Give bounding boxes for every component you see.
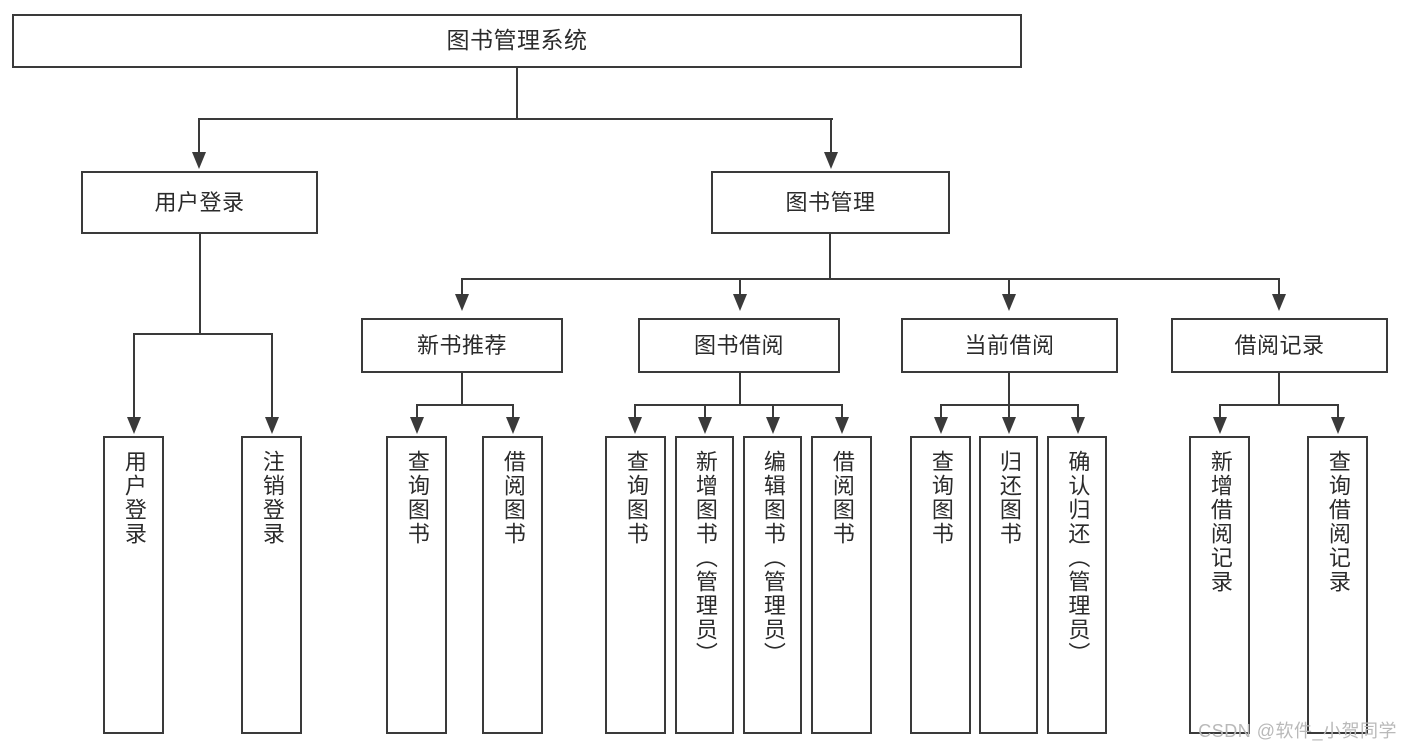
arrow-to-leaf-borrow-book-2 (835, 417, 849, 434)
connector-user-login-drop-2 (271, 333, 273, 418)
connector-book-borrow-drop-4 (841, 404, 843, 418)
arrow-to-leaf-confirm-return (1071, 417, 1085, 434)
arrow-to-leaf-query-book-1 (410, 417, 424, 434)
node-borrow-record[interactable]: 借阅记录 (1171, 318, 1388, 373)
connector-root-drop-1 (198, 118, 200, 154)
arrow-to-new-book-recommend (455, 294, 469, 311)
leaf-add-borrow-record[interactable]: 新增借阅记录 (1189, 436, 1250, 734)
arrow-to-leaf-query-book-2 (628, 417, 642, 434)
connector-level2-drop-4 (1278, 278, 1280, 296)
node-label: 用户登录 (121, 450, 147, 546)
node-label: 当前借阅 (964, 332, 1055, 358)
leaf-user-login[interactable]: 用户登录 (103, 436, 164, 734)
node-label: 图书借阅 (693, 332, 784, 358)
node-label: 注销登录 (259, 450, 285, 546)
arrow-to-leaf-user-login (127, 417, 141, 434)
arrow-to-leaf-add-record (1213, 417, 1227, 434)
connector-book-manage-bus (461, 278, 1280, 280)
connector-current-borrow-drop-1 (940, 404, 942, 418)
node-label: 新增图书（管理员） (692, 450, 718, 666)
node-label: 借阅记录 (1234, 332, 1325, 358)
connector-new-book-stem (461, 373, 463, 406)
node-label: 查询借阅记录 (1325, 450, 1351, 594)
node-current-borrow[interactable]: 当前借阅 (901, 318, 1118, 373)
node-label: 确认归还（管理员） (1065, 450, 1091, 666)
leaf-query-book-current[interactable]: 查询图书 (910, 436, 971, 734)
node-book-management[interactable]: 图书管理 (711, 171, 950, 234)
leaf-borrow-book[interactable]: 借阅图书 (811, 436, 872, 734)
connector-borrow-record-stem (1278, 373, 1280, 406)
node-label: 查询图书 (623, 450, 649, 546)
node-root-system[interactable]: 图书管理系统 (12, 14, 1022, 68)
node-label: 新增借阅记录 (1207, 450, 1233, 594)
connector-borrow-record-drop-1 (1219, 404, 1221, 418)
connector-book-manage-stem (829, 234, 831, 279)
arrow-to-leaf-logout (265, 417, 279, 434)
node-label: 借阅图书 (829, 450, 855, 546)
connector-root-bus (198, 118, 833, 120)
connector-level2-drop-2 (739, 278, 741, 296)
connector-root-stem (516, 68, 518, 119)
leaf-logout[interactable]: 注销登录 (241, 436, 302, 734)
connector-book-borrow-drop-3 (772, 404, 774, 418)
arrow-to-leaf-query-record (1331, 417, 1345, 434)
node-label: 查询图书 (928, 450, 954, 546)
connector-book-borrow-drop-2 (704, 404, 706, 418)
node-label: 新书推荐 (416, 332, 507, 358)
connector-current-borrow-drop-2 (1008, 404, 1010, 418)
connector-level2-drop-1 (461, 278, 463, 296)
node-label: 借阅图书 (500, 450, 526, 546)
node-label: 用户登录 (154, 189, 245, 215)
connector-borrow-record-drop-2 (1337, 404, 1339, 418)
connector-new-book-drop-1 (416, 404, 418, 418)
arrow-to-leaf-borrow-book-1 (506, 417, 520, 434)
connector-new-book-drop-2 (512, 404, 514, 418)
leaf-borrow-book-recommend[interactable]: 借阅图书 (482, 436, 543, 734)
arrow-to-borrow-record (1272, 294, 1286, 311)
leaf-query-book-borrow[interactable]: 查询图书 (605, 436, 666, 734)
connector-user-login-drop-1 (133, 333, 135, 418)
arrow-to-current-borrow (1002, 294, 1016, 311)
node-label: 编辑图书（管理员） (760, 450, 786, 666)
node-label: 图书管理 (785, 189, 876, 215)
connector-borrow-record-bus (1219, 404, 1339, 406)
connector-root-drop-2 (830, 118, 832, 154)
arrow-to-leaf-add-book (698, 417, 712, 434)
arrow-to-user-login (192, 152, 206, 169)
arrow-to-leaf-edit-book (766, 417, 780, 434)
node-label: 查询图书 (404, 450, 430, 546)
connector-book-borrow-stem (739, 373, 741, 406)
node-label: 图书管理系统 (446, 27, 588, 54)
connector-user-login-stem (199, 234, 201, 334)
connector-current-borrow-stem (1008, 373, 1010, 406)
leaf-edit-book-admin[interactable]: 编辑图书（管理员） (743, 436, 802, 734)
arrow-to-book-borrow (733, 294, 747, 311)
connector-book-borrow-bus (634, 404, 843, 406)
connector-level2-drop-3 (1008, 278, 1010, 296)
connector-current-borrow-drop-3 (1077, 404, 1079, 418)
arrow-to-book-manage (824, 152, 838, 169)
connector-new-book-bus (416, 404, 514, 406)
node-book-borrow[interactable]: 图书借阅 (638, 318, 840, 373)
leaf-query-borrow-record[interactable]: 查询借阅记录 (1307, 436, 1368, 734)
connector-book-borrow-drop-1 (634, 404, 636, 418)
arrow-to-leaf-query-book-3 (934, 417, 948, 434)
leaf-return-book[interactable]: 归还图书 (979, 436, 1038, 734)
connector-user-login-bus (133, 333, 273, 335)
leaf-add-book-admin[interactable]: 新增图书（管理员） (675, 436, 734, 734)
node-new-book-recommend[interactable]: 新书推荐 (361, 318, 563, 373)
node-user-login[interactable]: 用户登录 (81, 171, 318, 234)
node-label: 归还图书 (996, 450, 1022, 546)
leaf-confirm-return-admin[interactable]: 确认归还（管理员） (1047, 436, 1107, 734)
leaf-query-book-recommend[interactable]: 查询图书 (386, 436, 447, 734)
arrow-to-leaf-return-book (1002, 417, 1016, 434)
